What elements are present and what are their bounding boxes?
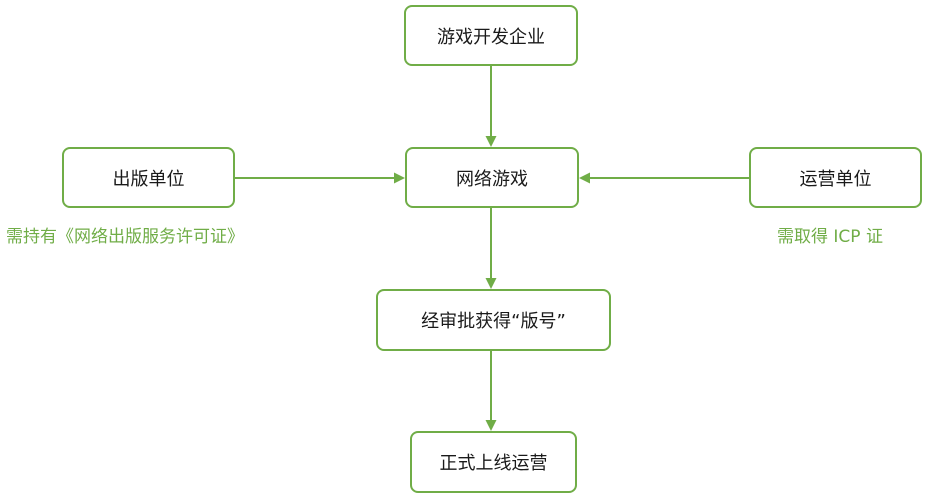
arrow-online_game-to-approval [485,208,497,289]
node-operator-label: 运营单位 [799,168,872,190]
arrow-publisher-to-online_game [235,172,405,184]
node-publisher: 出版单位 [62,147,235,208]
node-game-developer: 游戏开发企业 [404,5,578,66]
node-publisher-label: 出版单位 [112,168,185,190]
node-online-game-label: 网络游戏 [456,168,528,190]
arrowhead-icon [579,172,590,184]
operator-requirement-note: 需取得 ICP 证 [777,227,883,247]
node-game-developer-label: 游戏开发企业 [437,26,545,48]
arrow-operator-to-online_game [579,172,749,184]
arrow-developer-to-online_game [485,66,497,147]
publisher-requirement-note: 需持有《网络出版服务许可证》 [6,227,244,247]
node-official-launch-label: 正式上线运营 [439,453,548,474]
node-official-launch: 正式上线运营 [410,431,577,493]
arrowhead-icon [394,172,405,184]
arrowhead-icon [485,136,497,147]
node-operator: 运营单位 [749,147,922,208]
node-approval: 经审批获得“版号” [376,289,611,351]
arrow-approval-to-launch [485,351,497,431]
node-online-game: 网络游戏 [405,147,579,208]
arrowhead-icon [485,278,497,289]
node-approval-label: 经审批获得“版号” [421,311,566,332]
arrowhead-icon [485,420,497,431]
